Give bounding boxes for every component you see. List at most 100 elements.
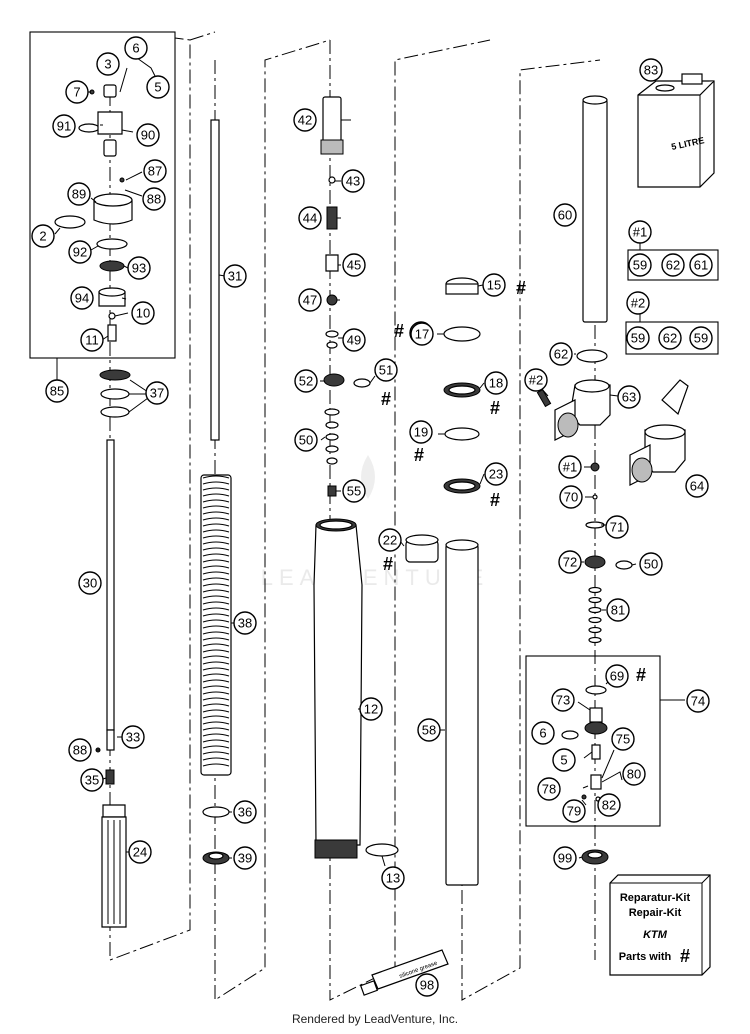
callout-88: 88 <box>68 738 92 762</box>
callout-kit-2: #2 <box>524 368 548 392</box>
spring-group <box>189 31 331 1001</box>
callout-circle <box>484 371 508 395</box>
callout-number: 79 <box>567 804 581 819</box>
callout-circle <box>65 80 89 104</box>
callout-circle <box>551 688 575 712</box>
callout-circle <box>80 328 104 352</box>
callout-number: 23 <box>489 467 503 482</box>
callout-61: 61 <box>689 253 713 277</box>
callout-number: 90 <box>141 128 155 143</box>
callout-number: 94 <box>75 291 89 306</box>
callout-23: 23 <box>484 462 508 486</box>
callout-number: #2 <box>631 296 645 311</box>
callout-59: 59 <box>689 326 713 350</box>
callout-33: 33 <box>121 725 145 749</box>
callout-circle <box>639 58 663 82</box>
callout-circle <box>415 973 439 997</box>
callout-79: 79 <box>562 799 586 823</box>
callout-number: 42 <box>298 113 312 128</box>
callout-12: 12 <box>359 697 383 721</box>
callout-number: 85 <box>50 384 64 399</box>
callout-87: 87 <box>143 159 167 183</box>
callout-number: 91 <box>57 119 71 134</box>
callout-62: 62 <box>549 342 573 366</box>
callout-number: 88 <box>147 192 161 207</box>
callout-circle <box>124 36 148 60</box>
repair-kit-box-99: Reparatur-Kit Repair-Kit KTM Parts with … <box>609 874 711 976</box>
callout-circle <box>685 474 709 498</box>
hash-81: # <box>636 665 646 685</box>
callout-number: 59 <box>631 331 645 346</box>
callout-circle <box>342 253 366 277</box>
callout-number: 59 <box>633 258 647 273</box>
callout-number: 63 <box>622 390 636 405</box>
callout-31: 31 <box>223 264 247 288</box>
callout-47: 47 <box>298 288 322 312</box>
kit-hash: # <box>680 946 690 966</box>
callout-circle <box>689 326 713 350</box>
callout-3: 3 <box>96 52 120 76</box>
callout-58: 58 <box>417 718 441 742</box>
callout-number: 12 <box>364 702 378 717</box>
callout-62: 62 <box>661 253 685 277</box>
callout-15: 15 <box>482 273 506 297</box>
callout-59: 59 <box>626 326 650 350</box>
callout-number: #2 <box>529 373 543 388</box>
callout-circle <box>131 301 155 325</box>
callout-55: 55 <box>342 479 366 503</box>
footer-credit: Rendered by LeadVenture, Inc. <box>291 1012 459 1026</box>
callout-70: 70 <box>559 485 583 509</box>
callout-circle <box>689 253 713 277</box>
callout-number: 61 <box>694 258 708 273</box>
kit-69-frame <box>525 655 661 827</box>
callout-42: 42 <box>293 108 317 132</box>
callout-circle <box>146 75 170 99</box>
callout-circle <box>143 159 167 183</box>
callout-83: 83 <box>639 58 663 82</box>
callout-2: 2 <box>31 224 55 248</box>
callout-19: 19 <box>409 420 433 444</box>
callout-circle <box>96 52 120 76</box>
callout-number: 10 <box>136 306 150 321</box>
callout-number: 78 <box>542 782 556 797</box>
hash-51: # <box>381 389 391 409</box>
callout-number: 13 <box>386 871 400 886</box>
hash-19: # <box>490 490 500 510</box>
callout-kit-1: #1 <box>628 220 652 244</box>
callout-number: 50 <box>644 557 658 572</box>
callout-number: 19 <box>414 425 428 440</box>
callout-number: 43 <box>346 174 360 189</box>
callout-circle <box>410 322 434 346</box>
callout-number: 33 <box>126 730 140 745</box>
callout-number: 72 <box>563 555 577 570</box>
callout-92: 92 <box>68 240 92 264</box>
callout-number: 87 <box>148 164 162 179</box>
callout-circle <box>52 114 76 138</box>
callout-64: 64 <box>685 474 709 498</box>
callout-24: 24 <box>128 840 152 864</box>
callout-88: 88 <box>142 187 166 211</box>
callout-number: 83 <box>644 63 658 78</box>
callout-30: 30 <box>78 571 102 595</box>
callout-circle <box>121 725 145 749</box>
callout-circle <box>558 455 582 479</box>
callout-circle <box>553 846 577 870</box>
callout-circle <box>626 291 650 315</box>
callout-circle <box>142 187 166 211</box>
callout-circle <box>293 108 317 132</box>
callout-number: 58 <box>422 723 436 738</box>
callout-number: 55 <box>347 484 361 499</box>
hash-16: # <box>394 321 404 341</box>
callout-circle <box>298 206 322 230</box>
callout-number: 98 <box>420 978 434 993</box>
callout-circle <box>67 182 91 206</box>
callout-number: 5 <box>560 753 567 768</box>
callout-circle <box>559 485 583 509</box>
callout-number: 6 <box>539 726 546 741</box>
callout-59: 59 <box>628 253 652 277</box>
callout-number: 89 <box>72 187 86 202</box>
callout-75: 75 <box>611 727 635 751</box>
callout-circle <box>381 866 405 890</box>
